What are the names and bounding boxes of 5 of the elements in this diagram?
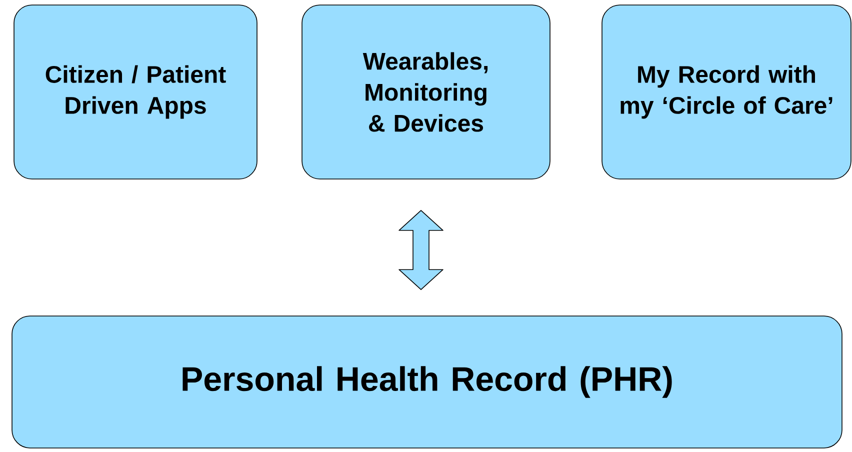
process-box: Personal Health Record (PHR) (12, 316, 842, 448)
process-box: My Record with my ‘Circle of Care’ (602, 4, 852, 180)
process-box: Citizen / Patient Driven Apps (14, 4, 258, 180)
double-arrow (398, 210, 444, 290)
process-box: Wearables, Monitoring & Devices (302, 4, 550, 180)
